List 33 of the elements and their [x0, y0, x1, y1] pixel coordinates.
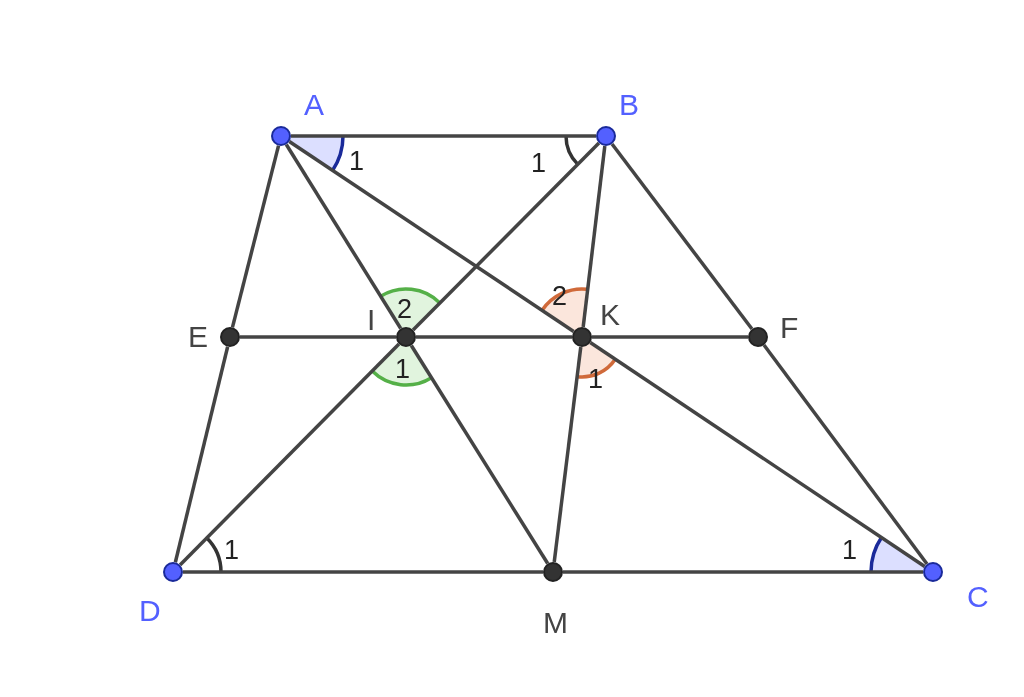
point-label: C [967, 582, 989, 612]
angle-number: 1 [842, 537, 858, 564]
point-label: F [780, 313, 799, 343]
line-segment [762, 343, 929, 566]
line-segment [409, 344, 550, 565]
line-segment [563, 570, 923, 574]
line-segment [592, 335, 748, 339]
line-segment [288, 140, 575, 333]
line-segment [581, 145, 607, 328]
point-label: K [600, 300, 620, 330]
point-label: A [304, 90, 324, 120]
line-segment [178, 342, 401, 567]
line-segment [411, 141, 601, 332]
line-segment [183, 570, 543, 574]
angle-number: 1 [349, 148, 365, 175]
angle-number: 1 [531, 150, 547, 177]
point-label: B [619, 90, 639, 120]
point-label: M [543, 608, 568, 638]
point-label: D [139, 596, 161, 626]
line-segment [589, 341, 926, 568]
line-segment [230, 145, 281, 328]
angle-number: 1 [395, 356, 411, 383]
line-segment [416, 335, 572, 339]
line-segment [552, 346, 583, 563]
line-segment [240, 335, 396, 339]
angle-number: 1 [224, 537, 240, 564]
line-segment [291, 134, 596, 138]
angle-number: 2 [397, 296, 413, 323]
line-segment [610, 142, 754, 331]
point-label: I [367, 305, 376, 335]
point-label: E [188, 322, 208, 352]
line-segment [173, 346, 230, 563]
line-segment [284, 143, 403, 330]
